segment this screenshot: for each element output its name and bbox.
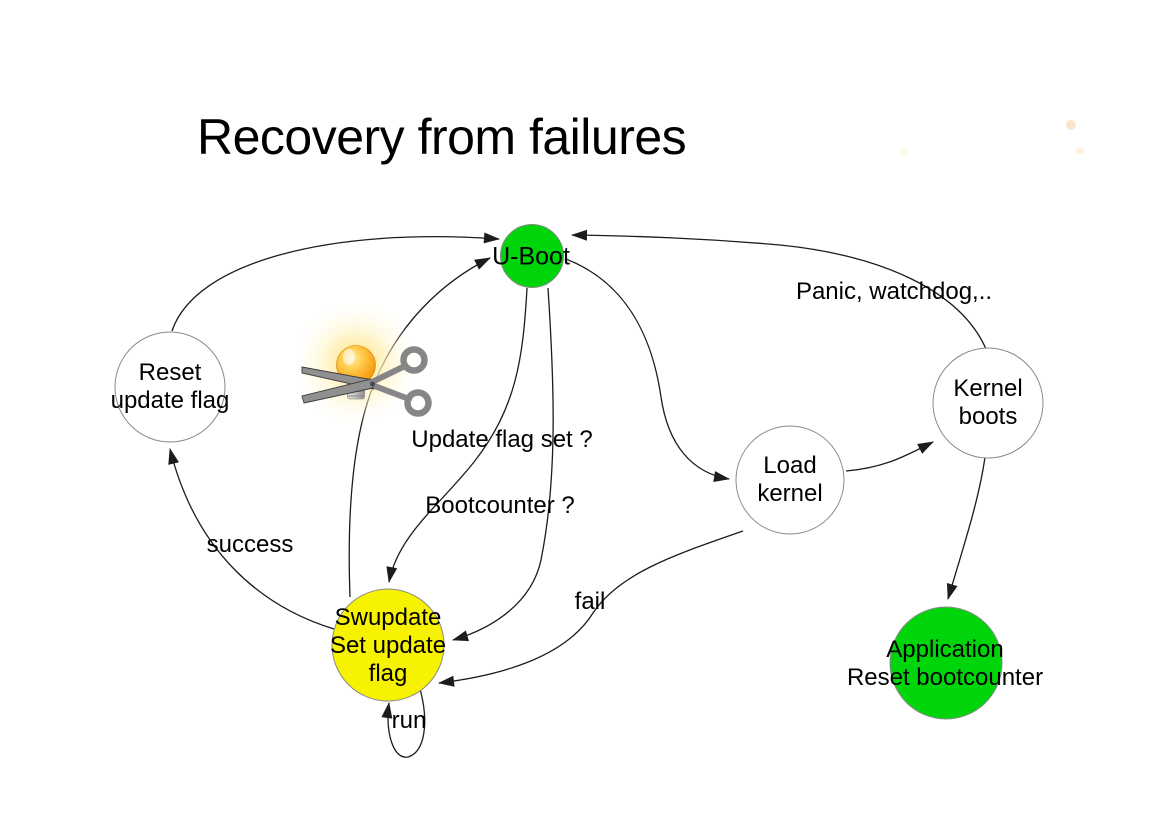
edge-swupdate-to-reset-success xyxy=(168,448,335,630)
node-reset-circle xyxy=(114,331,226,443)
node-application-label: Application Reset bootcounter xyxy=(846,635,1044,691)
power-cut-icon xyxy=(294,301,432,425)
node-kernelboots-circle xyxy=(932,347,1044,459)
page-title: Recovery from failures xyxy=(197,109,687,165)
edge-kernelboots-to-application xyxy=(946,456,986,600)
edge-swupdate-run-selfloop xyxy=(381,688,426,758)
scissors-icon xyxy=(301,346,432,417)
edge-uboot-to-swupdate-outer xyxy=(452,287,554,642)
scissors-pivot xyxy=(370,381,375,387)
node-reset-label: Reset update flag xyxy=(110,358,230,414)
edge-kernelboots-to-uboot-panic xyxy=(571,229,987,350)
node-uboot-circle xyxy=(500,224,564,288)
edge-label-fail: fail xyxy=(574,587,606,615)
node-application-circle xyxy=(889,606,1003,720)
edge-reset-to-uboot xyxy=(171,232,500,332)
edges xyxy=(168,229,987,758)
edge-label-success: success xyxy=(206,530,294,558)
node-swupdate-label: Swupdate Set update flag xyxy=(329,603,447,688)
nodes xyxy=(114,224,1044,720)
node-swupdate-circle xyxy=(331,588,445,702)
edge-label-panic-watchdog: Panic, watchdog,.. xyxy=(795,277,993,305)
edge-uboot-to-swupdate-inner xyxy=(386,287,528,583)
node-loadkernel-circle xyxy=(735,425,845,535)
faint-artifacts xyxy=(899,120,1084,156)
node-uboot-label: U-Boot xyxy=(492,242,570,271)
edge-label-run: run xyxy=(391,706,427,734)
edge-loadkernel-to-swupdate-fail xyxy=(438,530,744,687)
edge-uboot-to-loadkernel xyxy=(565,258,730,483)
edge-label-update-flag-set: Update flag set ? xyxy=(411,425,593,453)
node-loadkernel-label: Load kernel xyxy=(757,451,823,507)
edge-loadkernel-to-kernelboots xyxy=(845,441,934,472)
node-kernelboots-label: Kernel boots xyxy=(953,374,1023,430)
edge-label-bootcounter: Bootcounter ? xyxy=(425,491,575,519)
